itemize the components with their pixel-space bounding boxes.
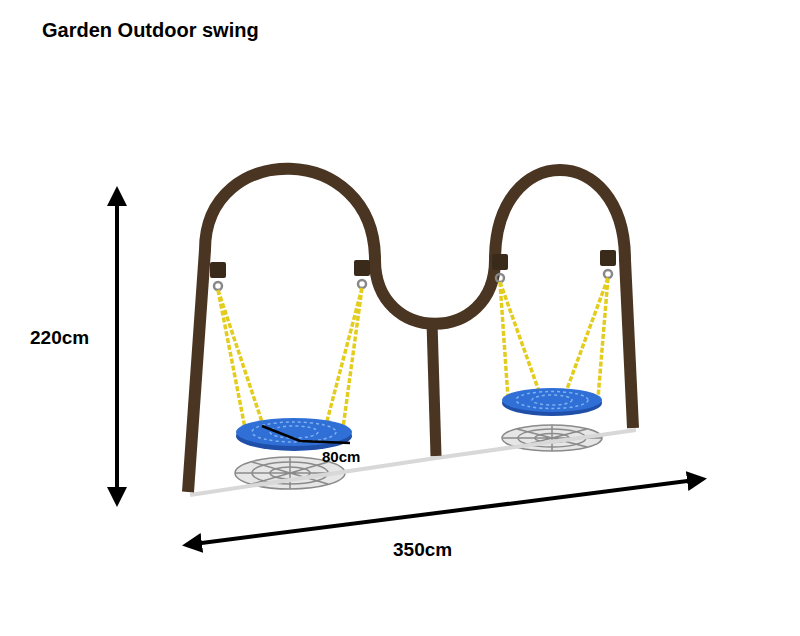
hanger-bracket — [210, 250, 616, 278]
width-dimension: 350cm — [393, 539, 452, 561]
width-arrow — [186, 479, 703, 545]
height-arrow — [115, 190, 119, 503]
center-post — [432, 322, 436, 456]
hook — [214, 270, 612, 290]
chain — [218, 278, 608, 440]
height-dimension: 220cm — [30, 327, 89, 349]
title: Garden Outdoor swing — [42, 19, 259, 42]
diameter-line — [262, 426, 350, 443]
nest-seat — [236, 388, 602, 451]
diameter-dimension: 80cm — [322, 448, 360, 465]
swing-frame — [188, 169, 633, 492]
